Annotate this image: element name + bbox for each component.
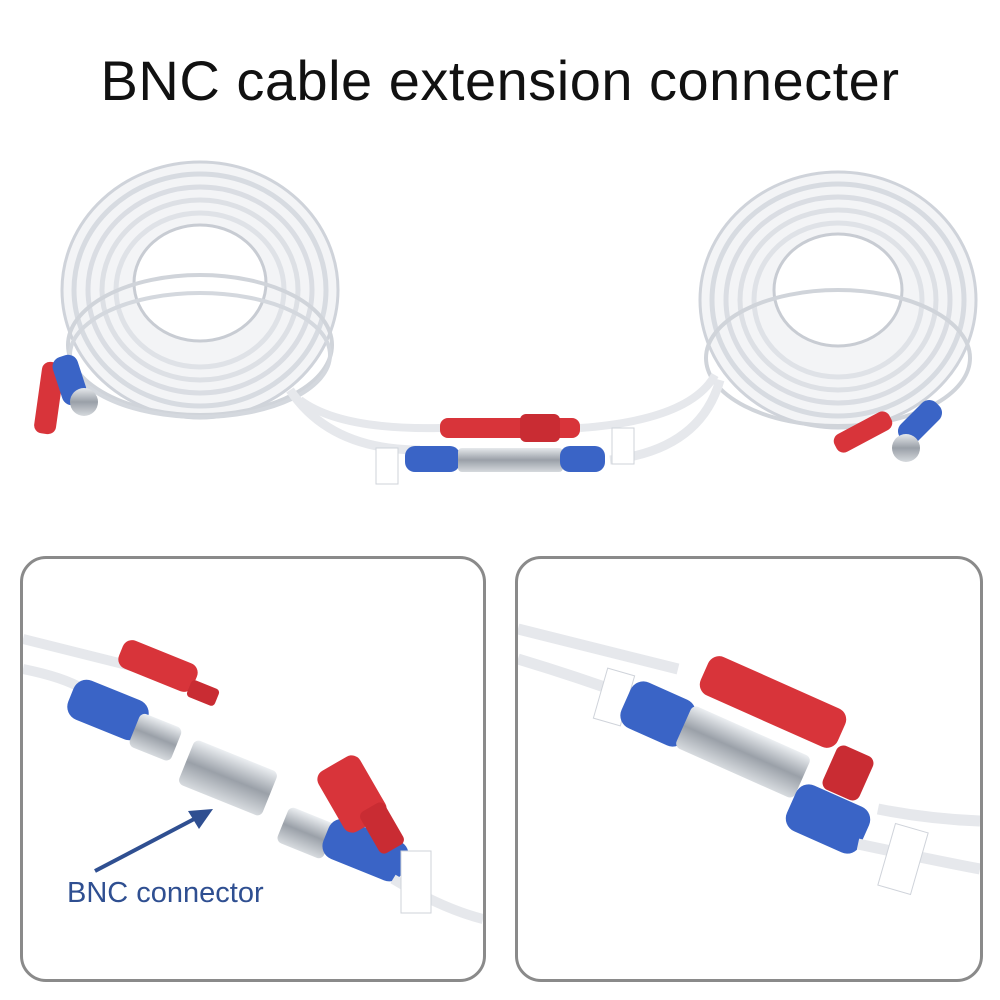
blue-bnc-right-icon	[785, 784, 871, 854]
right-end-plugs-icon	[833, 399, 943, 462]
detail-panel-left: BNC connector	[20, 556, 486, 982]
red-dc-plug-icon	[118, 640, 220, 706]
detail-panel-right	[515, 556, 983, 982]
right-cable-coil-icon	[698, 170, 978, 430]
blue-bnc-plug-right-icon	[277, 807, 409, 882]
connector-detail-left	[23, 634, 483, 924]
red-dc-socket-icon	[317, 755, 404, 854]
arrow-icon	[94, 809, 213, 873]
left-end-plugs-icon	[34, 354, 98, 435]
middle-bnc-coupler-icon	[405, 446, 605, 472]
page-title: BNC cable extension connecter	[100, 49, 900, 112]
connector-detail-right	[518, 623, 980, 896]
left-cable-coil-icon	[60, 160, 340, 420]
bnc-coupler-icon	[676, 706, 810, 798]
bnc-coupler-icon	[179, 740, 277, 816]
red-power-coupling-icon	[699, 656, 874, 801]
blue-bnc-left-icon	[620, 681, 696, 747]
product-photo	[34, 160, 978, 485]
bnc-connector-label: BNC connector	[67, 877, 264, 909]
blue-bnc-plug-icon	[67, 679, 182, 761]
middle-power-plug-icon	[440, 414, 580, 442]
